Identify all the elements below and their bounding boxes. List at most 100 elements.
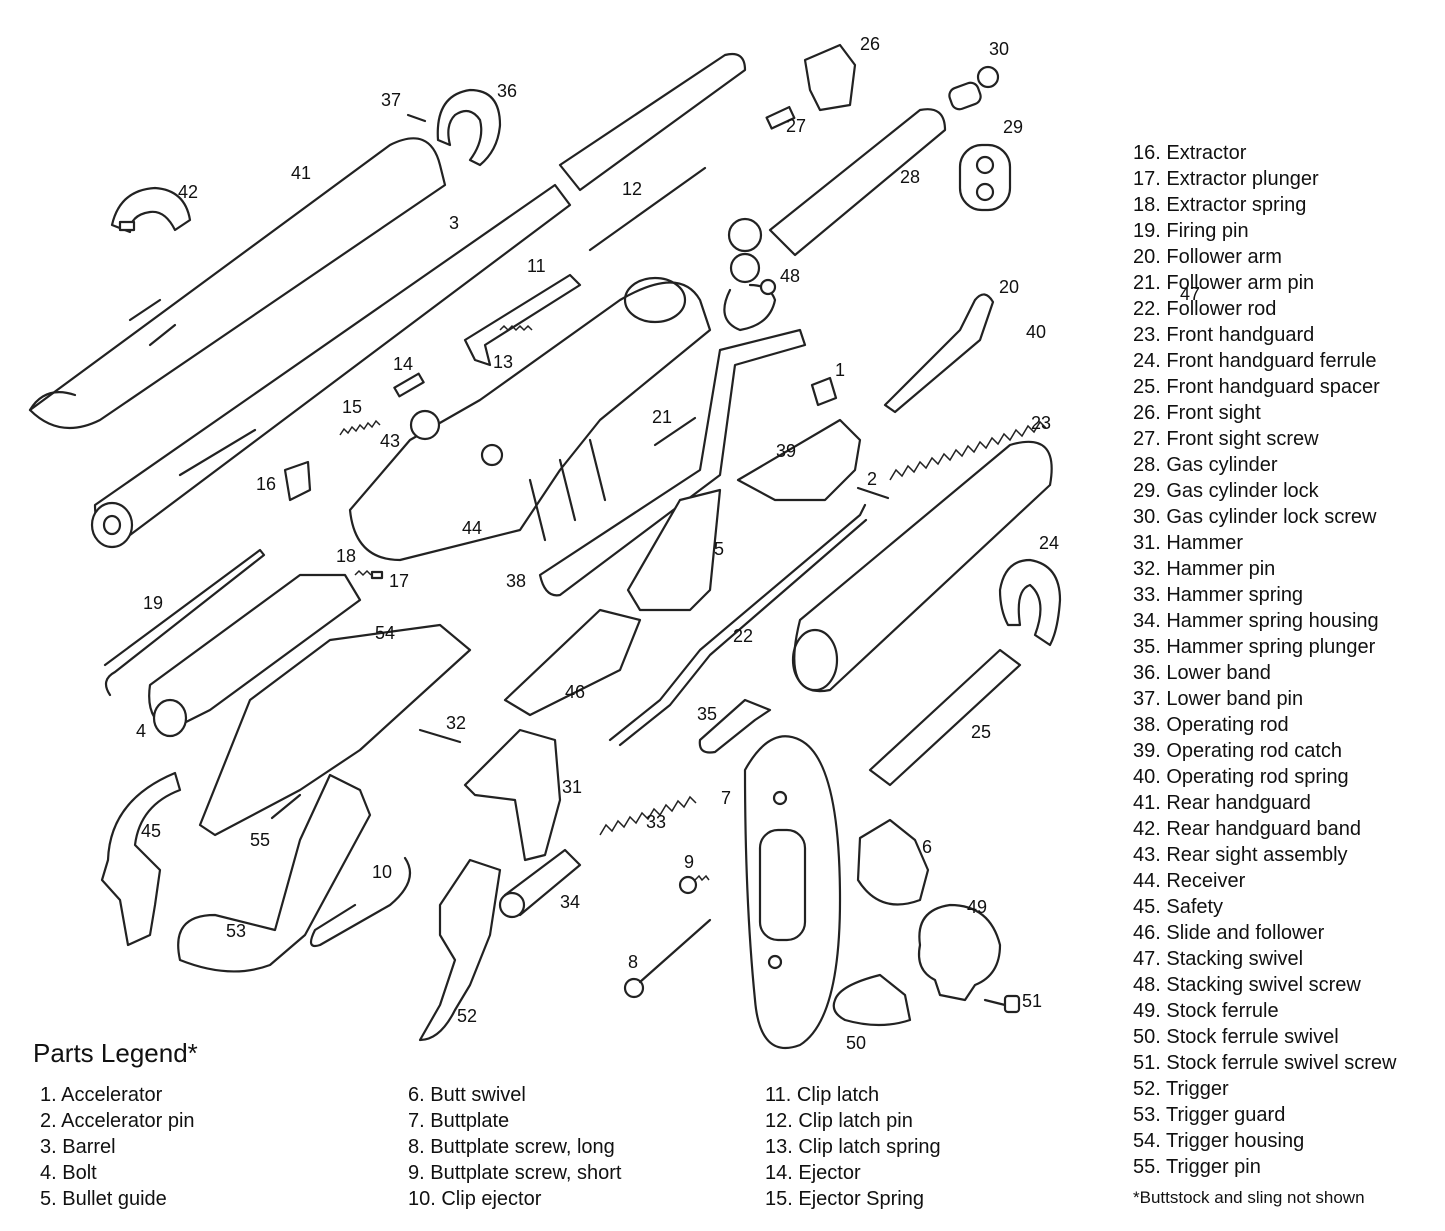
callout-40: 40	[1026, 322, 1046, 342]
gas-cylinder-lock	[958, 143, 1012, 212]
accelerator	[810, 376, 838, 407]
callout-25: 25	[971, 722, 991, 742]
bolt	[148, 573, 362, 738]
gas-cylinder	[727, 108, 947, 284]
legend-item: 52. Trigger	[1133, 1078, 1229, 1100]
extractor	[283, 460, 312, 502]
callout-46: 46	[565, 682, 585, 702]
legend-column-4: 16. Extractor 17. Extractor plunger 18. …	[1133, 140, 1396, 1180]
slide-and-follower	[503, 608, 642, 717]
legend-item: 21. Follower arm pin	[1133, 272, 1315, 294]
rear-handguard-band	[110, 186, 192, 234]
legend-item: 53. Trigger guard	[1133, 1104, 1286, 1126]
legend-item: 18. Extractor spring	[1133, 194, 1307, 216]
callout-39: 39	[776, 441, 796, 461]
callout-38: 38	[506, 571, 526, 591]
legend-item: 19. Firing pin	[1133, 220, 1249, 242]
callout-17: 17	[389, 571, 409, 591]
legend-item: 51. Stock ferrule swivel screw	[1133, 1052, 1397, 1074]
legend-item: 26. Front sight	[1133, 402, 1261, 424]
callout-52: 52	[457, 1006, 477, 1026]
operating-rod-catch	[736, 418, 862, 502]
callout-49: 49	[967, 897, 987, 917]
legend-item: 13. Clip latch spring	[765, 1136, 941, 1158]
extractor-spring	[354, 569, 372, 577]
callout-13: 13	[493, 352, 513, 372]
legend-item: 33. Hammer spring	[1133, 584, 1304, 606]
legend-item: 34. Hammer spring housing	[1133, 610, 1379, 632]
rear-sight-assembly	[409, 409, 504, 467]
legend-item: 22. Follower rod	[1133, 298, 1277, 320]
lower-band-pin	[406, 113, 427, 123]
callout-5: 5	[714, 539, 724, 559]
legend-item: 9. Buttplate screw, short	[408, 1162, 622, 1184]
legend-item: 10. Clip ejector	[408, 1188, 542, 1210]
barrel	[90, 183, 572, 549]
legend-item: 42. Rear handguard band	[1133, 818, 1361, 840]
legend-item: 27. Front sight screw	[1133, 428, 1319, 450]
callout-2: 2	[867, 469, 877, 489]
legend-item: 4. Bolt	[40, 1162, 97, 1184]
hammer-pin	[418, 728, 462, 744]
legend-item: 45. Safety	[1133, 896, 1224, 918]
legend-item: 14. Ejector	[765, 1162, 861, 1184]
buttplate	[743, 735, 842, 1050]
legend-column-3: 11. Clip latch 12. Clip latch pin 13. Cl…	[765, 1082, 941, 1212]
callout-23: 23	[1031, 413, 1051, 433]
callout-15: 15	[342, 397, 362, 417]
legend-item: 39. Operating rod catch	[1133, 740, 1343, 762]
buttplate-screw-long	[623, 918, 712, 999]
legend-item: 11. Clip latch	[765, 1084, 880, 1106]
legend-item: 30. Gas cylinder lock screw	[1133, 506, 1377, 528]
legend-item: 8. Buttplate screw, long	[408, 1136, 615, 1158]
hammer-spring-housing	[498, 848, 582, 919]
callout-28: 28	[900, 167, 920, 187]
follower-rod	[608, 503, 868, 747]
legend-item: 28. Gas cylinder	[1133, 454, 1278, 476]
legend-item: 7. Buttplate	[408, 1110, 510, 1132]
legend-item: 41. Rear handguard	[1133, 792, 1311, 814]
callout-50: 50	[846, 1033, 866, 1053]
hammer-spring	[599, 795, 697, 836]
legend-item: 17. Extractor plunger	[1133, 168, 1319, 190]
legend-item: 24. Front handguard ferrule	[1133, 350, 1377, 372]
buttplate-screw-short	[678, 874, 710, 895]
callout-42: 42	[178, 182, 198, 202]
callout-37: 37	[381, 90, 401, 110]
legend-item: 40. Operating rod spring	[1133, 766, 1349, 788]
callout-26: 26	[860, 34, 880, 54]
lower-band	[436, 88, 502, 167]
stock-ferrule-swivel	[832, 973, 912, 1027]
legend-item: 43. Rear sight assembly	[1133, 844, 1348, 866]
callout-55: 55	[250, 830, 270, 850]
stacking-swivel	[723, 278, 777, 332]
callout-7: 7	[721, 788, 731, 808]
legend-item: 44. Receiver	[1133, 870, 1246, 892]
extractor-plunger	[370, 570, 384, 580]
callout-1: 1	[835, 360, 845, 380]
legend-item: 6. Butt swivel	[408, 1084, 526, 1106]
stock-ferrule	[917, 903, 1002, 1002]
legend-item: 15. Ejector Spring	[765, 1188, 924, 1210]
butt-swivel	[856, 818, 930, 906]
firing-pin	[103, 548, 266, 697]
ejector-spring	[339, 419, 381, 436]
legend-title: Parts Legend*	[33, 1038, 198, 1068]
legend-item: 31. Hammer	[1133, 532, 1244, 554]
callout-48: 48	[780, 266, 800, 286]
callout-19: 19	[143, 593, 163, 613]
callout-33: 33	[646, 812, 666, 832]
legend-item: 1. Accelerator	[40, 1084, 163, 1106]
callout-27: 27	[786, 116, 806, 136]
rear-handguard	[28, 137, 447, 430]
front-handguard-ferrule	[998, 558, 1062, 647]
callout-12: 12	[622, 179, 642, 199]
legend-footnote: *Buttstock and sling not shown	[1133, 1188, 1365, 1207]
callout-8: 8	[628, 952, 638, 972]
callout-9: 9	[684, 852, 694, 872]
callout-35: 35	[697, 704, 717, 724]
trigger-pin	[270, 793, 302, 820]
callout-24: 24	[1039, 533, 1059, 553]
hammer	[463, 728, 562, 862]
